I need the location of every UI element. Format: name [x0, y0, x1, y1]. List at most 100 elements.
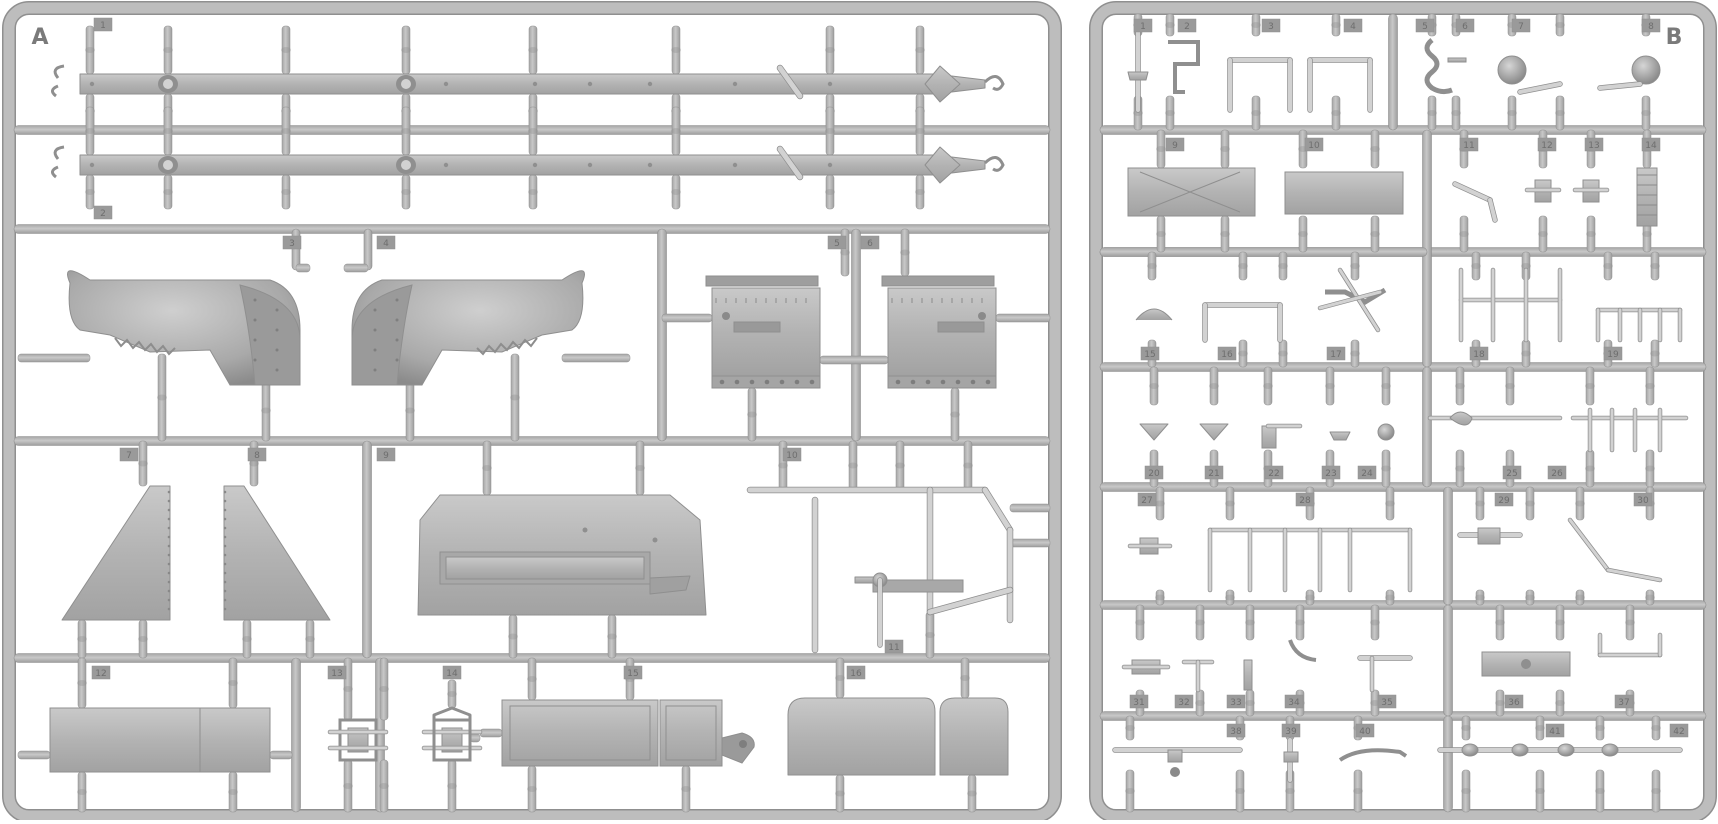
detail-dot [532, 162, 538, 168]
storage-hinge [721, 732, 755, 764]
part-tag [247, 447, 267, 462]
runner-v [657, 228, 667, 442]
gate [1370, 129, 1380, 169]
bent-rod [1338, 748, 1408, 762]
part-tag [1584, 137, 1604, 152]
gate-ring [527, 786, 537, 792]
panel-rivet [167, 526, 171, 530]
part-number: 35 [1381, 698, 1392, 708]
part-number: 29 [1498, 496, 1510, 506]
gate-ring [1555, 22, 1565, 28]
gate [1381, 449, 1391, 488]
gate-ring [671, 189, 681, 195]
gate [561, 353, 631, 363]
bent-rod [1288, 639, 1317, 662]
gate [1585, 366, 1595, 406]
gate-ring [401, 128, 411, 134]
gate-ring [1538, 231, 1548, 237]
part-tag [782, 447, 802, 462]
gate [1535, 715, 1545, 741]
small-part [1167, 749, 1183, 763]
gate [269, 750, 293, 760]
detail-dot [532, 81, 538, 87]
gate [995, 313, 1051, 323]
bolt [764, 379, 770, 385]
gate [1575, 589, 1585, 606]
part-tag [827, 235, 847, 250]
gate [1350, 251, 1360, 281]
part-tag [1459, 137, 1479, 152]
part-number: 34 [1288, 698, 1300, 708]
gate-ring [85, 47, 95, 53]
gate-ring [1603, 263, 1613, 269]
tool-box-lid [705, 275, 819, 287]
gate [379, 657, 389, 721]
part-number: 23 [1325, 469, 1336, 479]
detail-dot [89, 162, 95, 168]
storage-box-inner [509, 705, 651, 761]
gate-ring [1595, 788, 1605, 794]
gate [1209, 366, 1219, 406]
part-tag [1129, 694, 1149, 709]
gate [1353, 769, 1363, 813]
gate [1555, 604, 1565, 641]
sprue-parts [49, 27, 1689, 783]
gate-ring [1521, 263, 1531, 269]
bolt [734, 379, 740, 385]
detail-dot [652, 537, 658, 543]
rivet [275, 368, 279, 372]
part-tag [1357, 465, 1377, 480]
cover-cross [1139, 171, 1241, 213]
gate [1350, 339, 1360, 368]
rivet [395, 358, 399, 362]
gate-ring [1525, 500, 1535, 507]
part-tag [1614, 694, 1634, 709]
panel-rivet [223, 580, 227, 584]
gate [1235, 769, 1245, 813]
bolt [809, 379, 815, 385]
part-number: 16 [1221, 350, 1233, 360]
detail-dot [1170, 767, 1180, 777]
panel-rivet [223, 598, 227, 602]
gate-ring [895, 462, 905, 469]
part-tag [860, 235, 880, 250]
gate-ring [1370, 231, 1380, 237]
detail-dot [587, 162, 593, 168]
gate [1149, 366, 1159, 406]
gate-ring [163, 189, 173, 195]
part-number: 19 [1607, 350, 1619, 360]
spring-hanger-hole [401, 160, 411, 170]
gate-ring [242, 636, 252, 642]
gate-ring [681, 786, 691, 792]
sprue-gates [17, 13, 1661, 813]
bracket [1449, 411, 1473, 426]
bolt [910, 379, 916, 385]
gate-ring [1461, 788, 1471, 794]
gate [1625, 604, 1635, 641]
gate-ring [1595, 725, 1605, 731]
part-number: 9 [1172, 141, 1178, 151]
gate [1651, 715, 1661, 741]
seat-back [1135, 308, 1173, 321]
gate-ring [1475, 594, 1485, 601]
gate-ring [1555, 619, 1565, 626]
part-tag [1641, 18, 1661, 33]
gate [1147, 251, 1157, 281]
panel-rivet [167, 589, 171, 593]
gate [1650, 339, 1660, 368]
small-part [1283, 751, 1299, 763]
fender-body [351, 270, 585, 386]
runner-h [1099, 600, 1707, 610]
gate-ring [85, 128, 95, 134]
gate-ring [281, 47, 291, 53]
gate-ring [343, 783, 353, 789]
gate [1555, 95, 1565, 131]
panel-rivet [223, 607, 227, 611]
gate-ring [835, 675, 845, 681]
runner-v [291, 657, 301, 813]
detail-dot [732, 81, 738, 87]
gate-ring [1155, 594, 1165, 601]
runner-h [13, 436, 1051, 446]
